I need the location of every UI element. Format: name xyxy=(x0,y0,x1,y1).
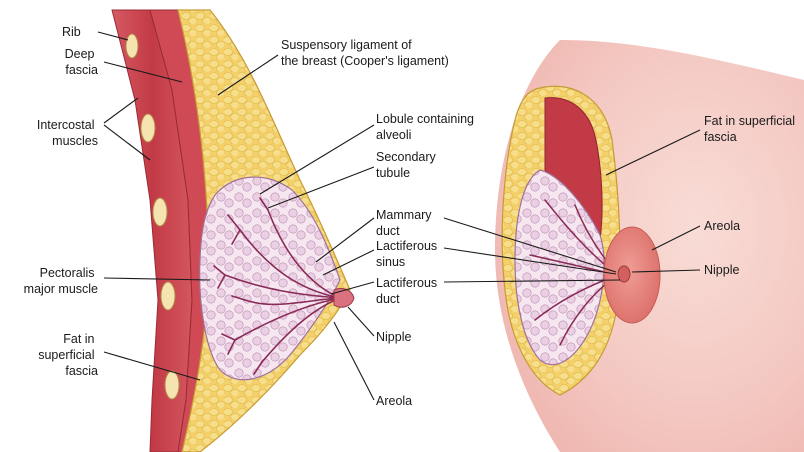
sagittal-section xyxy=(112,10,354,452)
label-deep-fascia: Deep fascia xyxy=(65,47,98,77)
areola-disc xyxy=(604,227,660,323)
label-nipple-left: Nipple xyxy=(376,330,411,344)
label-areola-left: Areola xyxy=(376,394,412,408)
label-lactiferous-duct: Lactiferous duct xyxy=(376,276,441,306)
label-pectoralis-major: Pectoralis major muscle xyxy=(24,266,98,296)
label-fat-superficial-left: Fat in superficial fascia xyxy=(38,332,98,378)
label-secondary-tubule: Secondary tubule xyxy=(376,150,439,180)
label-mammary-duct: Mammary duct xyxy=(376,208,435,238)
anterior-view xyxy=(495,40,804,452)
label-intercostal-muscles: Intercostal muscles xyxy=(37,118,98,148)
label-suspensory-ligament: Suspensory ligament of the breast (Coope… xyxy=(281,38,449,68)
label-nipple-right: Nipple xyxy=(704,263,739,277)
label-lactiferous-sinus: Lactiferous sinus xyxy=(376,239,441,269)
nipple-sagittal xyxy=(334,288,354,307)
label-areola-right: Areola xyxy=(704,219,740,233)
label-lobule: Lobule containing alveoli xyxy=(376,112,477,142)
label-rib: Rib xyxy=(62,25,81,39)
